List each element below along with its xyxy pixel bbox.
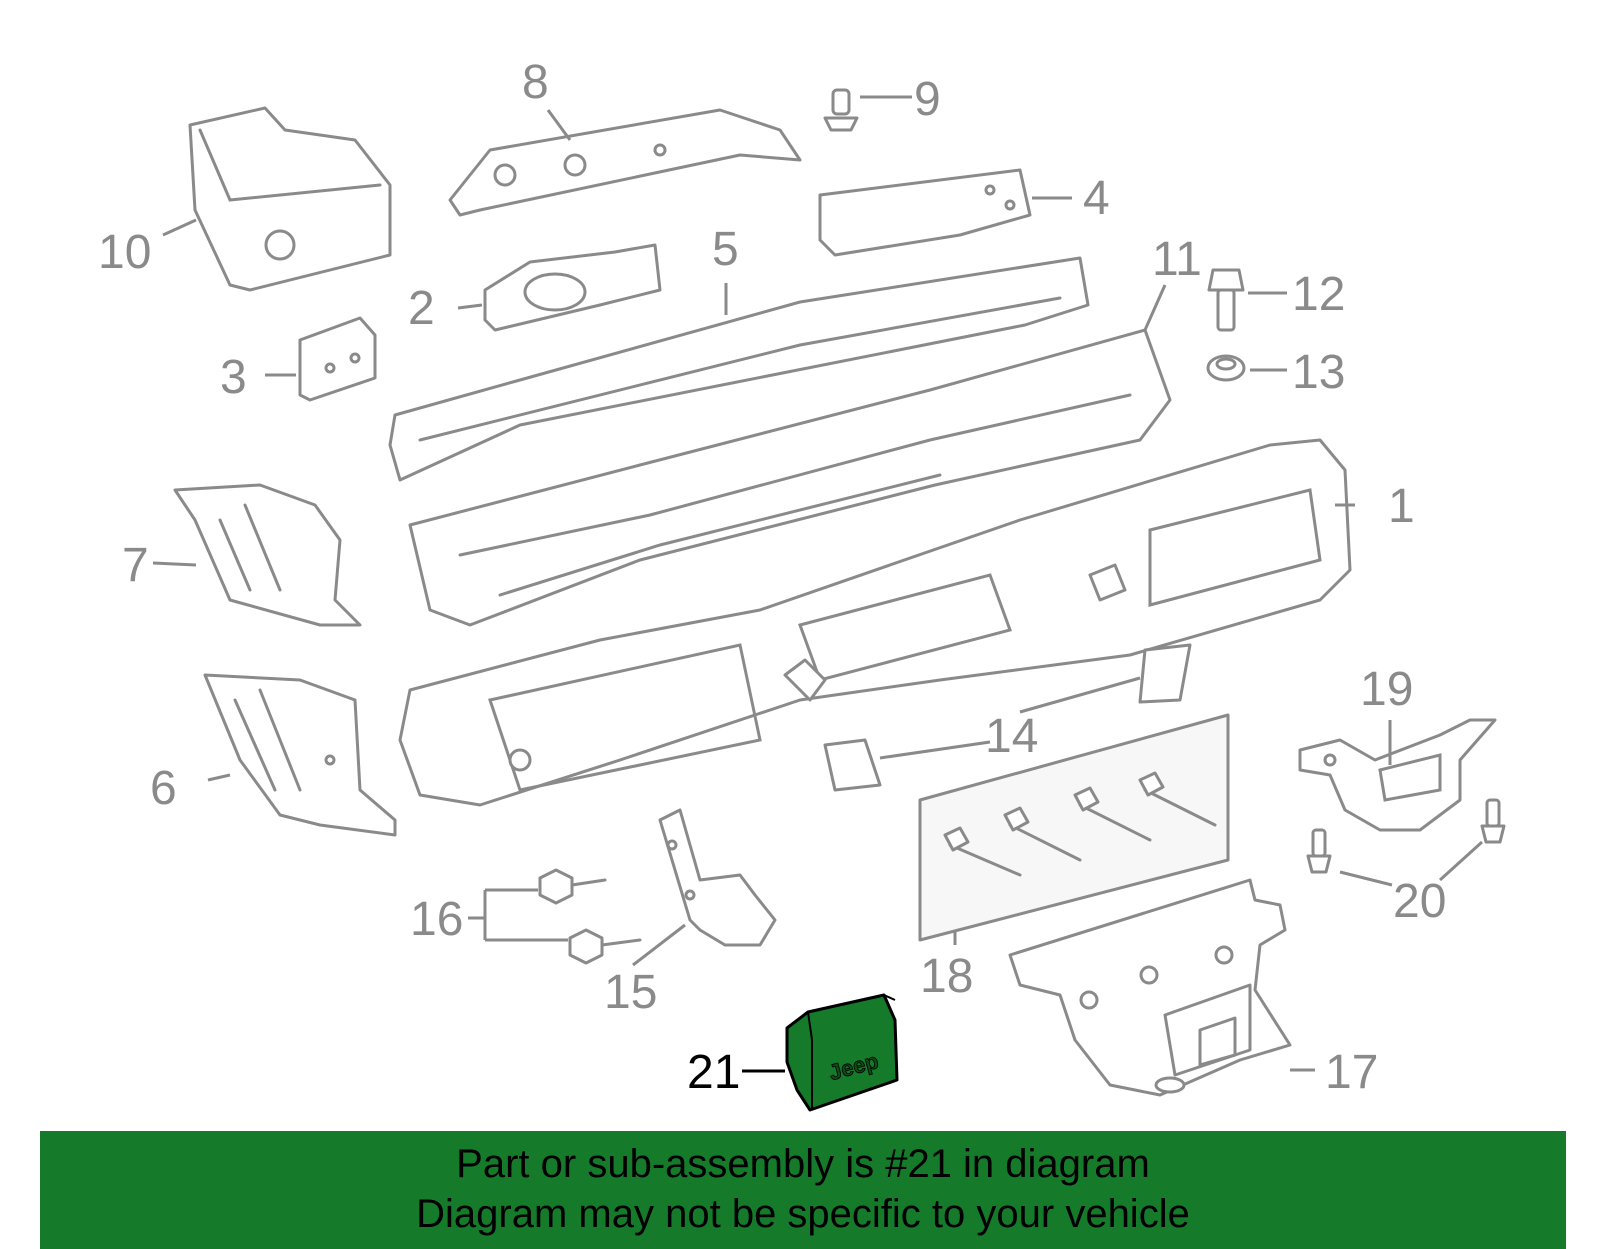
callout-5: 5 [712, 223, 739, 276]
callout-10: 10 [98, 226, 151, 279]
callout-6: 6 [150, 762, 177, 815]
callout-14: 14 [985, 710, 1038, 763]
part-4-bracket [818, 168, 1032, 257]
callout-19: 19 [1360, 663, 1413, 716]
part-15-bracket-arm [658, 808, 777, 947]
part-7-bracket [173, 483, 362, 627]
part-12-bolt [1207, 268, 1245, 332]
callout-16: 16 [410, 893, 463, 946]
callouts: 1 2 3 4 5 6 7 8 9 10 11 12 13 14 15 16 1… [98, 56, 1446, 1099]
part-5-frame-rail [388, 256, 1090, 482]
part-21-hitch-cover: Jeep [785, 993, 899, 1112]
part-9-pin [823, 88, 859, 132]
callout-21: 21 [687, 1046, 740, 1099]
callout-3: 3 [220, 351, 247, 404]
part-16-bolts [538, 868, 642, 965]
part-18-bolt-kit [918, 713, 1230, 942]
part-1-bumper [398, 438, 1352, 807]
callout-9: 9 [914, 73, 941, 126]
callout-2: 2 [408, 282, 435, 335]
part-19-bracket [1298, 718, 1497, 832]
callout-1: 1 [1388, 480, 1415, 533]
callout-17: 17 [1325, 1046, 1378, 1099]
parts-diagram: Jeep 1 2 3 4 5 6 7 8 9 10 [98, 56, 1506, 1112]
part-6-bracket [203, 673, 397, 837]
leader-lines [152, 95, 1484, 1073]
part-11-reinforcement [408, 328, 1172, 627]
callout-12: 12 [1292, 268, 1345, 321]
part-2-plate [483, 243, 662, 332]
callout-8: 8 [522, 56, 549, 109]
part-8-rail [448, 108, 802, 217]
callout-20: 20 [1393, 875, 1446, 928]
part-10-bracket [188, 106, 392, 292]
part-17-hitch [1008, 878, 1292, 1097]
callout-13: 13 [1292, 346, 1345, 399]
part-14-caps [823, 643, 1192, 792]
banner-line-disclaimer: Diagram may not be specific to your vehi… [416, 1192, 1190, 1236]
callout-18: 18 [920, 950, 973, 1003]
part-20-bolts [1306, 798, 1506, 874]
callout-11: 11 [1152, 233, 1202, 286]
callout-7: 7 [122, 539, 149, 592]
callout-15: 15 [604, 966, 657, 1019]
part-3-bracket [298, 316, 377, 402]
banner-line-part-number: Part or sub-assembly is #21 in diagram [456, 1142, 1150, 1186]
info-banner: Part or sub-assembly is #21 in diagram D… [40, 1131, 1566, 1249]
part-13-nut [1206, 354, 1246, 382]
callout-4: 4 [1083, 172, 1110, 225]
